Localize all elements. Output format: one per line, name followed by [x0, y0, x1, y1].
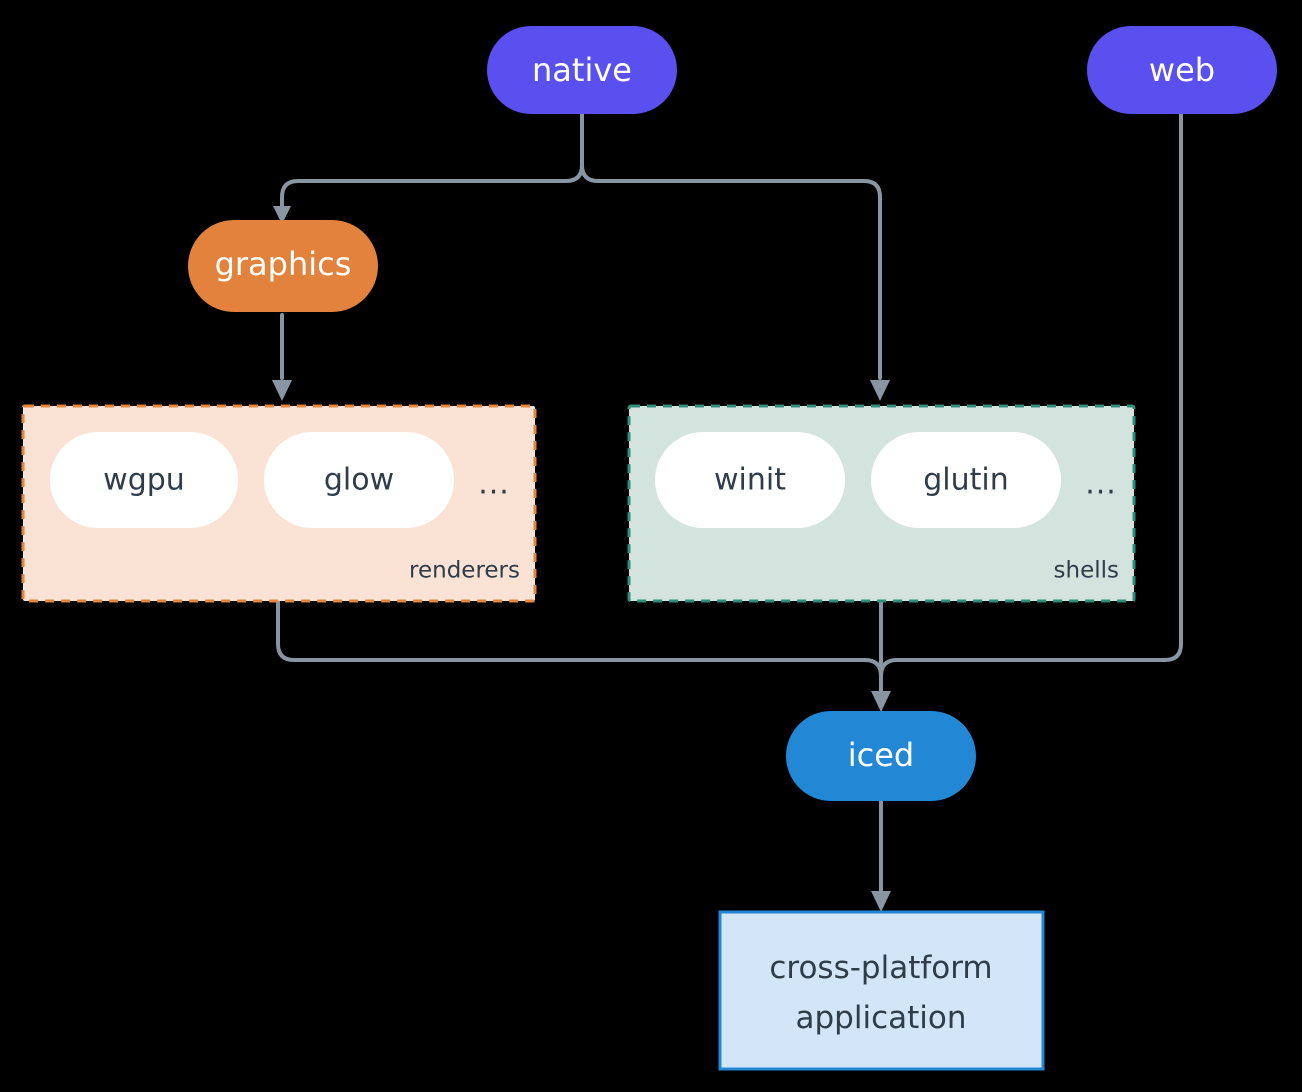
graphics-shape[interactable]	[188, 220, 378, 312]
graphics-label: graphics	[215, 245, 352, 283]
node-web[interactable]: web	[1087, 26, 1277, 114]
shells-ellipsis: ...	[1085, 467, 1117, 502]
application-label-line1: cross-platform	[769, 950, 992, 986]
edge-layer	[272, 111, 1183, 912]
group-shells: winit glutin ... shells	[627, 404, 1136, 603]
group-renderers: wgpu glow ... renderers	[21, 404, 537, 603]
arrowhead-iced-application	[871, 891, 891, 912]
renderers-ellipsis: ...	[478, 467, 510, 502]
node-graphics[interactable]: graphics	[188, 220, 378, 312]
shell-pill-glutin[interactable]	[871, 432, 1061, 528]
iced-label: iced	[848, 736, 914, 774]
iced-shape[interactable]	[786, 711, 976, 801]
arrowhead-to-iced	[871, 691, 891, 712]
renderer-label-wgpu: wgpu	[103, 463, 185, 498]
shell-pill-winit[interactable]	[655, 432, 845, 528]
renderer-pill-wgpu[interactable]	[50, 432, 238, 528]
edge-renderers-to-iced	[276, 599, 883, 692]
web-label: web	[1149, 51, 1215, 89]
web-shape[interactable]	[1087, 26, 1277, 114]
native-shape[interactable]	[487, 26, 677, 114]
application-label-line2: application	[796, 1000, 967, 1036]
renderer-pill-glow[interactable]	[264, 432, 454, 528]
native-label: native	[532, 51, 632, 89]
arrowhead-graphics-renderers	[272, 380, 292, 401]
shells-caption: shells	[1054, 558, 1119, 584]
node-native[interactable]: native	[487, 26, 677, 114]
arrowhead-native-shells	[870, 380, 890, 401]
application-shape[interactable]	[718, 910, 1045, 1071]
edge-web-to-iced	[879, 111, 1183, 692]
arrowhead-native-graphics	[273, 206, 291, 224]
node-application[interactable]: cross-platform application	[718, 910, 1045, 1071]
edge-native-to-graphics	[280, 163, 584, 214]
shell-label-winit: winit	[714, 463, 786, 498]
node-iced[interactable]: iced	[786, 711, 976, 801]
renderer-label-glow: glow	[324, 463, 394, 498]
shell-label-glutin: glutin	[923, 463, 1009, 498]
renderers-caption: renderers	[409, 558, 520, 584]
edge-native-trunk	[580, 111, 882, 380]
